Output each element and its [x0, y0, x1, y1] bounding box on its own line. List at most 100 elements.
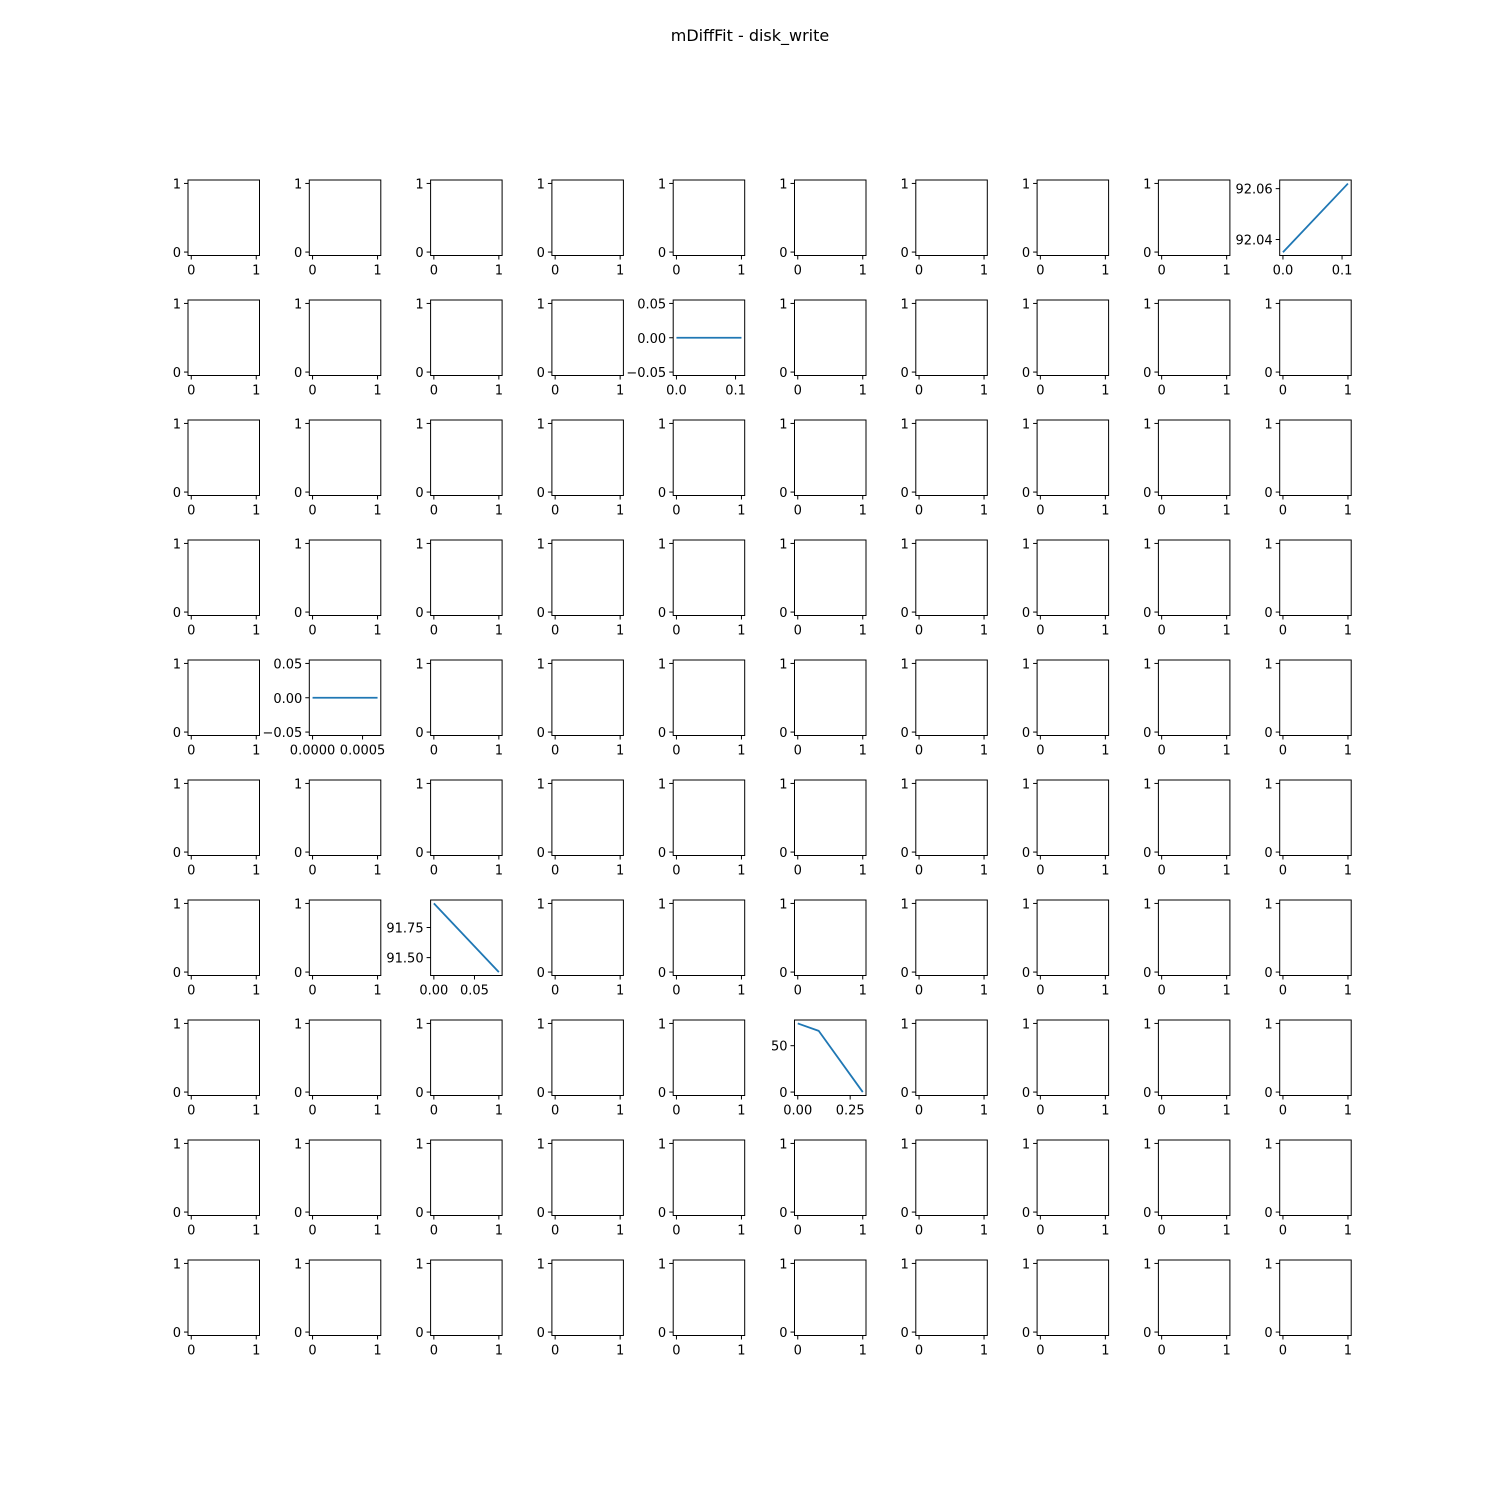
y-tick-label: 0 — [1143, 726, 1151, 741]
x-tick-label: 0 — [1036, 264, 1044, 279]
axes-frame — [551, 899, 624, 976]
axes-frame — [430, 899, 503, 976]
axes-frame — [308, 1259, 382, 1336]
axes-frame — [430, 179, 503, 256]
y-tick-label: 1 — [173, 1257, 181, 1272]
x-tick-label: 0 — [187, 504, 195, 519]
axes-frame — [551, 1019, 624, 1096]
axes-frame — [915, 179, 988, 256]
y-tick-label: 50 — [771, 1040, 788, 1055]
x-tick-label: 1 — [980, 984, 988, 999]
x-tick-label: 1 — [1223, 264, 1231, 279]
axes-frame — [1036, 1139, 1110, 1216]
y-tick-label: 1 — [658, 177, 666, 192]
y-tick-label: 1 — [173, 297, 181, 312]
x-tick-label: 1 — [980, 1104, 988, 1119]
x-tick-label: 1 — [1344, 1224, 1352, 1239]
x-tick-label: 0 — [1158, 264, 1166, 279]
y-tick-label: 1 — [415, 777, 423, 792]
x-tick-label: 1 — [980, 1224, 988, 1239]
y-tick-label: 0 — [537, 726, 545, 741]
x-tick-label: 1 — [1101, 1224, 1109, 1239]
y-tick-label: 0 — [1264, 1206, 1272, 1221]
x-tick-label: 0.1 — [1332, 264, 1353, 279]
axes-frame — [915, 419, 988, 496]
x-tick-label: 1 — [737, 1104, 745, 1119]
y-tick-label: 0 — [901, 366, 909, 381]
y-tick-label: 0 — [1022, 966, 1030, 981]
y-tick-label: 1 — [779, 1257, 787, 1272]
y-tick-label: 1 — [173, 777, 181, 792]
x-tick-label: 0 — [1279, 624, 1287, 639]
axes-frame — [1157, 299, 1231, 376]
x-tick-label: 0 — [1279, 744, 1287, 759]
y-tick-label: 91.50 — [386, 952, 423, 967]
x-tick-label: 1 — [1223, 1344, 1231, 1359]
y-tick-label: 1 — [901, 897, 909, 912]
y-tick-label: 1 — [901, 1137, 909, 1152]
x-tick-label: 1 — [252, 384, 260, 399]
y-tick-label: 1 — [901, 1257, 909, 1272]
x-tick-label: 0 — [551, 1344, 559, 1359]
x-tick-label: 1 — [737, 744, 745, 759]
y-tick-label: 1 — [1143, 777, 1151, 792]
y-tick-label: 0 — [173, 846, 181, 861]
axes-frame — [672, 1259, 746, 1336]
x-tick-label: 0 — [308, 864, 316, 879]
axes-frame — [430, 1139, 503, 1216]
x-tick-label: 0 — [551, 864, 559, 879]
x-tick-label: 1 — [495, 744, 503, 759]
axes-frame — [308, 1019, 382, 1096]
axes-frame — [187, 299, 260, 376]
y-tick-label: 1 — [415, 1257, 423, 1272]
y-tick-label: 0 — [173, 1206, 181, 1221]
x-tick-label: 0 — [1158, 1104, 1166, 1119]
x-tick-label: 0 — [1036, 864, 1044, 879]
x-tick-label: 1 — [1223, 864, 1231, 879]
y-tick-label: 0 — [1264, 606, 1272, 621]
x-tick-label: 1 — [1223, 984, 1231, 999]
x-tick-label: 1 — [495, 1104, 503, 1119]
axes-frame — [308, 419, 382, 496]
axes-frame — [187, 1019, 260, 1096]
x-tick-label: 1 — [1344, 984, 1352, 999]
x-tick-label: 1 — [495, 264, 503, 279]
x-tick-label: 1 — [616, 1224, 624, 1239]
x-tick-label: 0 — [794, 864, 802, 879]
y-tick-label: 0 — [1143, 486, 1151, 501]
x-tick-label: 1 — [616, 624, 624, 639]
y-tick-label: 1 — [901, 777, 909, 792]
y-tick-label: 1 — [1264, 897, 1272, 912]
axes-frame — [1157, 1139, 1231, 1216]
y-tick-label: 0 — [294, 1086, 302, 1101]
y-tick-label: 0 — [415, 246, 423, 261]
y-tick-label: 1 — [658, 1257, 666, 1272]
x-tick-label: 0.0 — [1273, 264, 1294, 279]
y-tick-label: 0 — [901, 726, 909, 741]
y-tick-label: 1 — [901, 297, 909, 312]
y-tick-label: 0 — [294, 366, 302, 381]
axes-frame — [430, 659, 503, 736]
y-tick-label: 1 — [658, 657, 666, 672]
